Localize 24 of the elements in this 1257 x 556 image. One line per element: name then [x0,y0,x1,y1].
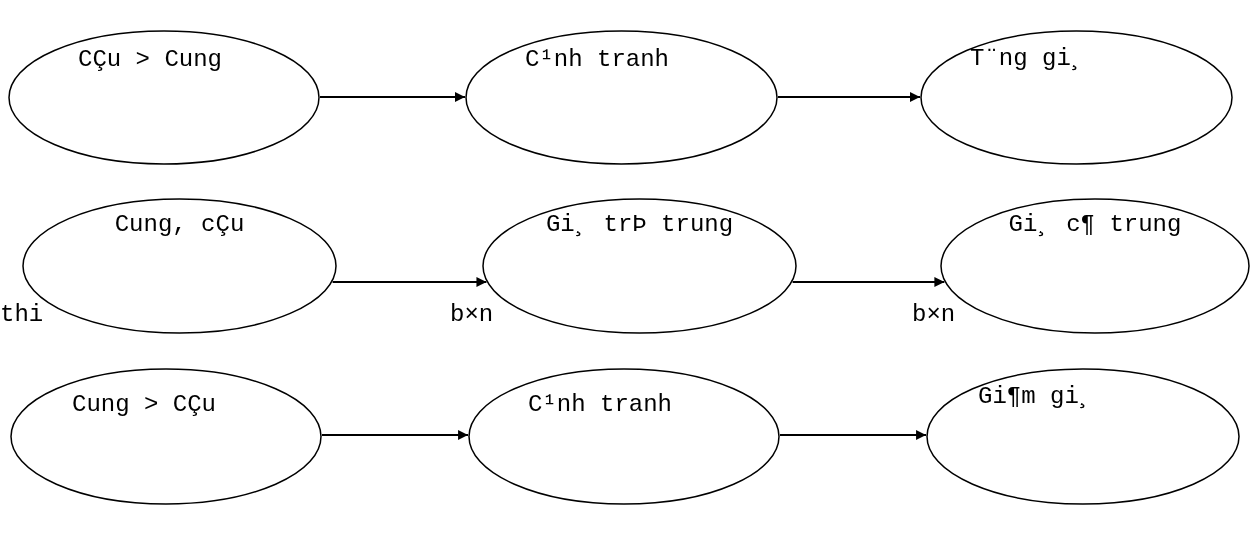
node-text: T¨ng gi¸ [970,44,1087,74]
ellipse-node [468,368,780,505]
text-label: b×n [450,300,494,330]
node-text: C¹nh tranh [525,45,671,75]
node-text: Cung > CÇu [72,390,218,420]
arrow [319,92,466,102]
node-text: Gi¶m gi¸ [978,382,1095,412]
ellipse-node [926,368,1240,505]
ellipse-node [10,368,322,505]
ellipse-node [8,30,320,165]
arrow [331,277,488,287]
node-text: Gi¸ trÞ trung [544,210,735,240]
node-text: C¹nh tranh [528,390,674,420]
arrow [791,277,946,287]
node-text: Gi¸ c¶ trung [1007,210,1183,240]
arrow [778,430,928,440]
ellipse-node [465,30,778,165]
ellipse-node [920,30,1233,165]
node-text: CÇu > Cung [78,45,224,75]
node-text: Cung, cÇu [113,210,246,240]
arrow [320,430,470,440]
arrow [777,92,921,102]
text-label: thi [0,300,44,330]
text-label: b×n [912,300,956,330]
